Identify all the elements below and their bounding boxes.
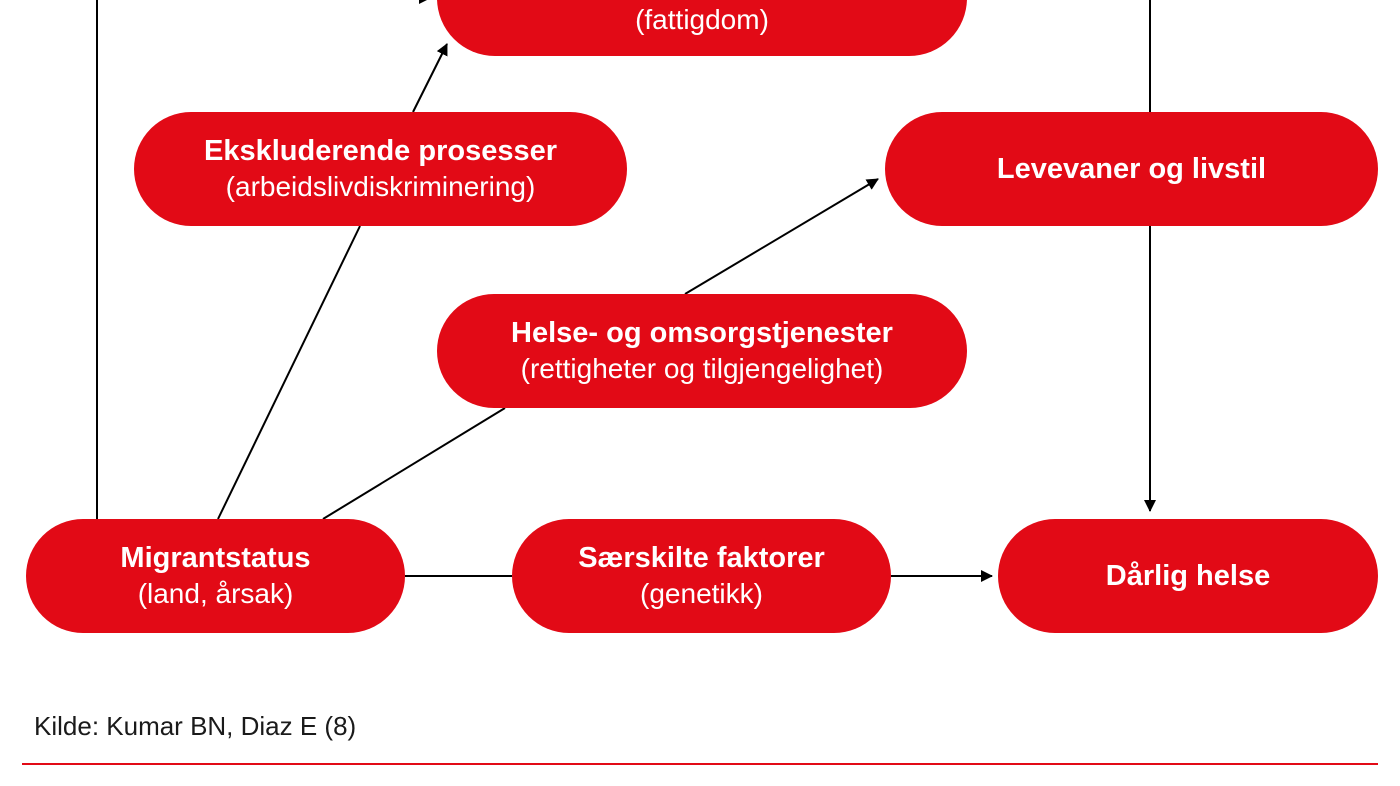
node-ekskluderende-prosesser-title: Ekskluderende prosesser: [203, 135, 557, 167]
node-migrantstatus: Migrantstatus (land, årsak): [26, 519, 405, 633]
node-ekskluderende-prosesser: Ekskluderende prosesser (arbeidslivdiskr…: [134, 112, 627, 226]
node-serskilte-faktorer-subtitle: (genetikk): [640, 578, 763, 609]
node-darlig-helse-title: Dårlig helse: [1105, 560, 1271, 592]
edge-top-to-levevaner: [967, 0, 1151, 112]
edge-migrantstatus-to-helse-omsorg: [322, 407, 506, 520]
node-levevaner-og-livstil: Levevaner og livstil: [885, 112, 1378, 226]
node-migrantstatus-subtitle: (land, årsak): [137, 578, 294, 609]
node-helse-og-omsorgstjenester-subtitle: (rettigheter og tilgjengelighet): [520, 353, 884, 384]
edge-helse-omsorg-to-levevaner: [684, 178, 879, 295]
node-fattigdom: (fattigdom): [437, 0, 967, 56]
node-helse-og-omsorgstjenester: Helse- og omsorgstjenester (rettigheter …: [437, 294, 967, 408]
edge-ekskluderende-to-top: [412, 43, 448, 113]
node-helse-og-omsorgstjenester-title: Helse- og omsorgstjenester: [511, 317, 893, 349]
node-ekskluderende-prosesser-subtitle: (arbeidslivdiskriminering): [225, 171, 536, 202]
edge-migrantstatus-to-ekskluderende: [217, 225, 361, 520]
node-serskilte-faktorer: Særskilte faktorer (genetikk): [512, 519, 891, 633]
node-fattigdom-subtitle: (fattigdom): [635, 4, 769, 35]
node-serskilte-faktorer-title: Særskilte faktorer: [578, 542, 825, 574]
source-caption: Kilde: Kumar BN, Diaz E (8): [34, 711, 357, 741]
bottom-rule: [22, 763, 1378, 765]
node-levevaner-og-livstil-title: Levevaner og livstil: [996, 153, 1267, 185]
node-darlig-helse: Dårlig helse: [998, 519, 1378, 633]
node-migrantstatus-title: Migrantstatus: [120, 542, 311, 574]
